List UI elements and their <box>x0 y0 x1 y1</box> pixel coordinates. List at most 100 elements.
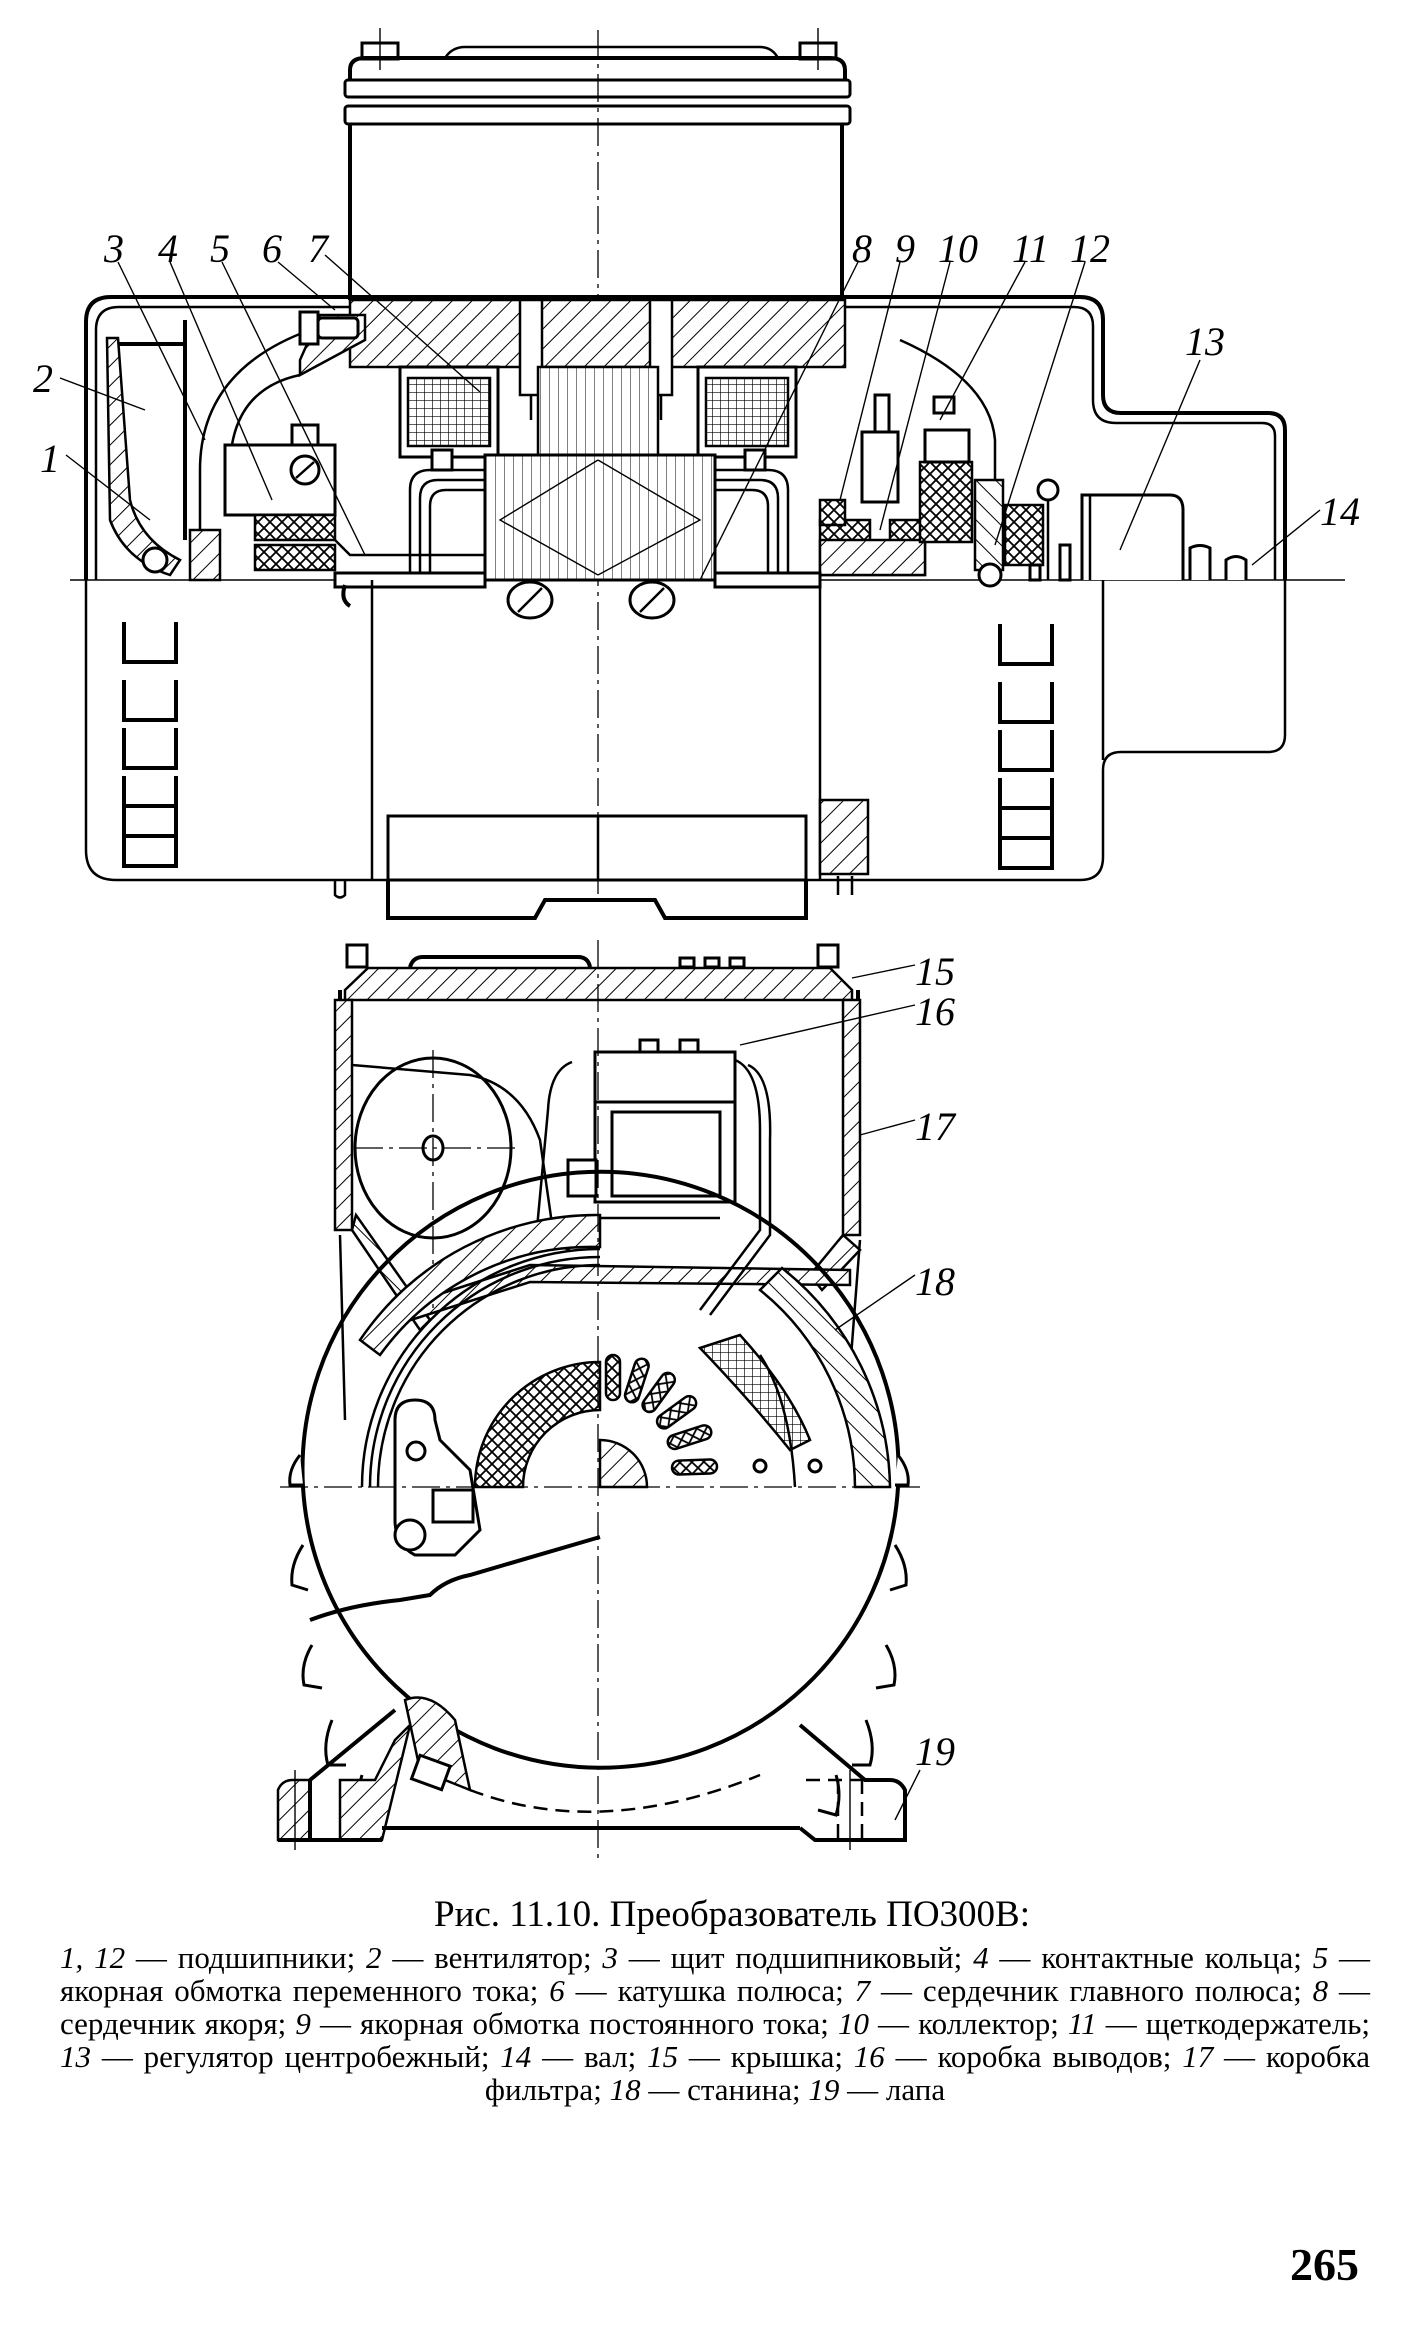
legend-item-text: — коробка фильтра; <box>484 2039 1370 2107</box>
armature-slots <box>604 1353 719 1476</box>
legend-item: 17 — коробка фильтра; <box>485 2039 1370 2107</box>
callout-8: 8 <box>852 226 872 271</box>
legend-item: 11 — щеткодержатель; <box>1068 2006 1370 2041</box>
legend-item-text: — крышка; <box>678 2039 854 2074</box>
legend-item: 10 — коллектор; <box>838 2006 1068 2041</box>
legend-item-number: 4 <box>973 1940 989 1975</box>
legend-item: 8 — сердечник якоря; <box>60 1973 1370 2041</box>
technical-drawing: 1 2 3 4 5 6 7 8 9 10 11 12 13 14 <box>33 28 1360 1860</box>
callout-18: 18 <box>915 1259 955 1304</box>
legend-item: 15 — крышка; <box>647 2039 854 2074</box>
legend-item: 6 — катушка полюса; <box>549 1973 854 2008</box>
legend-item-number: 1, 12 <box>60 1940 126 1975</box>
legend-item: 16 — коробка выводов; <box>854 2039 1182 2074</box>
legend-item-text: — катушка полюса; <box>564 1973 855 2008</box>
callout-9: 9 <box>895 226 915 271</box>
page-number: 265 <box>1290 2239 1359 2290</box>
callout-6: 6 <box>262 226 282 271</box>
legend-item-text: — станина; <box>640 2072 809 2107</box>
callout-10: 10 <box>938 226 978 271</box>
bearing-shield-left <box>198 310 367 580</box>
legend-item-text: — контактные кольца; <box>988 1940 1313 1975</box>
legend-item-number: 18 <box>609 2072 641 2107</box>
legend-item: 7 — сердечник главного полюса; <box>855 1973 1313 2008</box>
armature-cross-section <box>360 1247 823 1489</box>
housing-external-view <box>122 580 1105 920</box>
legend-item-number: 15 <box>647 2039 679 2074</box>
legend-item: 1, 12 — подшипники; <box>60 1940 366 1975</box>
legend-item: 9 — якорная обмотка постоянного тока; <box>295 2006 838 2041</box>
legend-item-text: — вентилятор; <box>381 1940 603 1975</box>
vent-slots-left <box>122 622 178 868</box>
legend-item: 3 — щит подшипниковый; <box>602 1940 973 1975</box>
filter-capacitor <box>351 1050 571 1310</box>
figure-title: Рис. 11.10. Преобразователь ПО300В: <box>434 1894 1030 1935</box>
legend-item: 14 — вал; <box>500 2039 647 2074</box>
legend-item-text: — коллектор; <box>868 2006 1068 2041</box>
legend-item-text: — щеткодержатель; <box>1096 2006 1370 2041</box>
legend-item-text: — подшипники; <box>125 1940 367 1975</box>
legend-item-number: 7 <box>854 1973 871 2008</box>
left-bearing-and-slip-rings <box>141 423 485 582</box>
callout-5: 5 <box>210 226 230 271</box>
legend-item-number: 16 <box>853 2039 885 2074</box>
legend-item-number: 14 <box>500 2039 532 2074</box>
legend-item-text: — вал; <box>531 2039 648 2074</box>
vent-slots-right <box>998 624 1054 870</box>
figure-caption: Рис. 11.10. Преобразователь ПО300В: 1, 1… <box>60 1893 1380 2106</box>
legend-item-number: 10 <box>837 2006 869 2041</box>
legend-item-number: 9 <box>295 2006 311 2041</box>
legend-item-text: — сердечник главного полюса; <box>870 1973 1313 2008</box>
cooling-ribs <box>288 1454 910 1817</box>
callout-12: 12 <box>1070 226 1110 271</box>
callout-leaders-lower <box>739 964 921 1821</box>
armature-core <box>483 453 717 582</box>
cross-section-view: 15 16 17 18 19 <box>276 940 957 1860</box>
callout-19: 19 <box>915 1729 955 1774</box>
legend-item-text: — якорная обмотка переменного тока; <box>60 1940 1371 2008</box>
legend-item: 13 — регулятор центробежный; <box>60 2039 500 2074</box>
callout-7: 7 <box>308 226 330 271</box>
mounting-feet <box>276 1696 907 1850</box>
legend-item-number: 11 <box>1067 2006 1097 2041</box>
legend-item: 2 — вентилятор; <box>366 1940 602 1975</box>
callout-3: 3 <box>103 226 124 271</box>
centrifugal-regulator <box>1080 493 1248 580</box>
armature-windings <box>408 448 790 572</box>
legend-item-text: — коробка выводов; <box>884 2039 1183 2074</box>
callout-11: 11 <box>1012 226 1049 271</box>
legend-item-number: 5 <box>1312 1940 1329 1975</box>
legend-item-number: 8 <box>1312 1973 1329 2008</box>
callout-17: 17 <box>915 1104 957 1149</box>
legend-item: 5 — якорная обмотка переменного тока; <box>60 1940 1370 2008</box>
callout-1: 1 <box>40 436 60 481</box>
legend-item: 18 — станина; <box>610 2072 809 2107</box>
legend-item-number: 6 <box>549 1973 565 2008</box>
callout-4: 4 <box>158 226 178 271</box>
commutator-assembly <box>818 338 1072 588</box>
legend-item-text: — лапа <box>839 2072 946 2107</box>
legend-item-number: 13 <box>60 2039 91 2074</box>
longitudinal-section-view: 1 2 3 4 5 6 7 8 9 10 11 12 13 14 <box>33 28 1360 920</box>
callout-15: 15 <box>915 949 955 994</box>
callout-2: 2 <box>33 356 53 401</box>
fan <box>105 320 187 577</box>
brush-holder-bracket <box>309 1398 601 1622</box>
legend-item-text: — щит подшипниковый; <box>617 1940 974 1975</box>
legend-item-text: — якорная обмотка постоянного тока; <box>310 2006 838 2041</box>
outer-shell <box>70 295 1345 882</box>
top-cover <box>343 28 852 900</box>
figure-legend: 1, 12 — подшипники; 2 — вентилятор; 3 — … <box>60 1941 1370 2106</box>
legend-item: 19 — лапа <box>808 2072 945 2107</box>
legend-item-number: 19 <box>808 2072 840 2107</box>
main-pole-core <box>348 298 847 459</box>
callout-14: 14 <box>1320 489 1360 534</box>
legend-item-number: 2 <box>366 1940 382 1975</box>
legend-item-number: 3 <box>602 1940 618 1975</box>
legend-item-text: — сердечник якоря; <box>60 1973 1370 2041</box>
callout-16: 16 <box>915 989 955 1034</box>
callout-13: 13 <box>1185 319 1225 364</box>
legend-item: 4 — контактные кольца; <box>973 1940 1313 1975</box>
terminal-box <box>533 1038 772 1316</box>
callout-leaders-upper <box>59 254 1321 581</box>
